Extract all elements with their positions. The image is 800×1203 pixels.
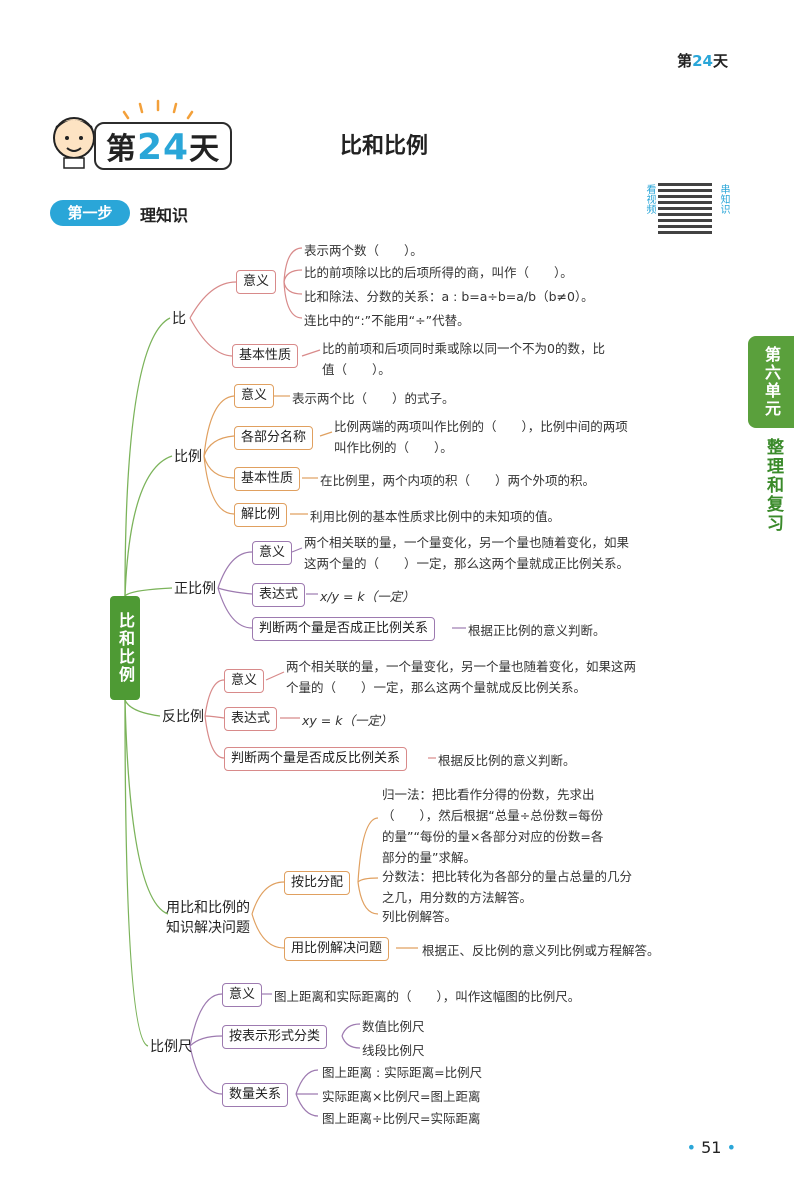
yingyong-jiejue-text: 根据正、反比例的意义列比例或方程解答。 <box>422 943 660 958</box>
day-banner <box>94 122 232 170</box>
qr-code-icon[interactable] <box>658 180 712 234</box>
fan-yiyi-line: 个量的（ ）一定，那么这两个量就成反比例关系。 <box>286 680 587 695</box>
bili-jie-node[interactable]: 解比例 <box>234 503 288 527</box>
bili-jie-text: 利用比例的基本性质求比例中的未知项的值。 <box>310 509 561 524</box>
bi-xingzhi-node[interactable]: 基本性质 <box>232 344 299 368</box>
chi-guanxi-node[interactable]: 数量关系 <box>222 1083 289 1107</box>
fan-biaodashi-node[interactable]: 表达式 <box>224 707 278 731</box>
bi-yiyi-node[interactable]: 意义 <box>236 270 277 294</box>
mindmap-root[interactable]: 比和比例 <box>110 596 140 700</box>
branch-bilichi[interactable]: 比例尺 <box>150 1039 192 1055</box>
zheng-panduan-text: 根据正比例的意义判断。 <box>468 623 606 638</box>
chi-guanxi-item: 图上距离 : 实际距离=比例尺 <box>322 1065 483 1080</box>
yingyong-jiejue-node[interactable]: 用比例解决问题 <box>284 937 390 961</box>
zheng-biaodashi-node[interactable]: 表达式 <box>252 583 306 607</box>
bi-xingzhi-line: 比的前项和后项同时乘或除以同一个不为0的数，比 <box>322 341 605 356</box>
bi-yiyi-item: 比和除法、分数的关系：a : b=a÷b=a/b（b≠0）。 <box>304 289 594 304</box>
yingyong-guiyi-line: （ ），然后根据“总量÷总份数=每份 <box>382 808 604 823</box>
fan-biaodashi-formula: xy = k（一定） <box>302 713 393 728</box>
chi-guanxi-item: 实际距离×比例尺=图上距离 <box>322 1089 481 1104</box>
yingyong-guiyi-text: 归一法：把比看作分得的份数，先求出 （ ），然后根据“总量÷总份数=每份 的量”… <box>382 784 603 868</box>
fan-yiyi-node[interactable]: 意义 <box>224 669 265 693</box>
yingyong-anbi-node[interactable]: 按比分配 <box>284 871 351 895</box>
yingyong-fenshu-line: 分数法：把比转化为各部分的量占总量的几分 <box>382 869 633 884</box>
yingyong-guiyi-line: 部分的量”求解。 <box>382 850 476 865</box>
fan-panduan-node[interactable]: 判断两个量是否成反比例关系 <box>224 747 408 771</box>
bili-yiyi-text: 表示两个比（ ）的式子。 <box>292 391 455 406</box>
unit-tab[interactable]: 第六单元 <box>748 336 794 428</box>
branch-fanbili[interactable]: 反比例 <box>162 709 204 725</box>
bili-mingcheng-line: 叫作比例的（ ）。 <box>334 440 453 455</box>
branch-bili[interactable]: 比例 <box>174 449 202 465</box>
unit-subtitle: 整理和复习 <box>763 438 783 533</box>
branch-yingyong[interactable]: 用比和比例的 知识解决问题 <box>166 898 250 938</box>
bili-mingcheng-line: 比例两端的两项叫作比例的（ ），比例中间的两项 <box>334 419 628 434</box>
branch-zhengbili[interactable]: 正比例 <box>174 581 216 597</box>
day-banner-text: 第24天 <box>106 127 221 168</box>
step-title: 理知识 <box>140 206 189 225</box>
chi-guanxi-item: 图上距离÷比例尺=实际距离 <box>322 1111 481 1126</box>
bi-yiyi-item: 比的前项除以比的后项所得的商，叫作（ ）。 <box>304 265 573 280</box>
zheng-yiyi-line: 这两个量的（ ）一定，那么这两个量就成正比例关系。 <box>304 556 630 571</box>
yingyong-guiyi-line: 归一法：把比看作分得的份数，先求出 <box>382 787 595 802</box>
yingyong-fenshu-text: 分数法：把比转化为各部分的量占总量的几分 之几，用分数的方法解答。 <box>382 866 632 908</box>
page-number: • 51 • <box>686 1138 736 1157</box>
branch-yingyong-line2: 知识解决问题 <box>166 920 250 936</box>
bili-mingcheng-node[interactable]: 各部分名称 <box>234 426 314 450</box>
zheng-panduan-node[interactable]: 判断两个量是否成正比例关系 <box>252 617 436 641</box>
bili-yiyi-node[interactable]: 意义 <box>234 384 275 408</box>
yingyong-fenshu-line: 之几，用分数的方法解答。 <box>382 890 533 905</box>
qr-label-right: 串知识 <box>718 184 729 214</box>
yingyong-guiyi-line: 的量”“每份的量×各部分对应的份数=各 <box>382 829 604 844</box>
chi-fenlei-item: 线段比例尺 <box>362 1043 425 1058</box>
bi-yiyi-item: 连比中的“:”不能用“÷”代替。 <box>304 313 470 328</box>
chi-yiyi-node[interactable]: 意义 <box>222 983 263 1007</box>
bili-xingzhi-text: 在比例里，两个内项的积（ ）两个外项的积。 <box>320 473 596 488</box>
fan-yiyi-line: 两个相关联的量，一个量变化，另一个量也随着变化，如果这两 <box>286 659 637 674</box>
bi-yiyi-item: 表示两个数（ ）。 <box>304 243 423 258</box>
branch-yingyong-line1: 用比和比例的 <box>166 900 250 916</box>
bili-xingzhi-node[interactable]: 基本性质 <box>234 467 301 491</box>
zheng-biaodashi-formula: x/y = k（一定） <box>320 589 415 604</box>
zheng-yiyi-node[interactable]: 意义 <box>252 541 293 565</box>
fan-panduan-text: 根据反比例的意义判断。 <box>438 753 576 768</box>
sun-rays-decoration <box>122 99 194 120</box>
zheng-yiyi-line: 两个相关联的量，一个量变化，另一个量也随着变化，如果 <box>304 535 630 550</box>
day-indicator: 第24天 <box>677 52 728 70</box>
zheng-yiyi-text: 两个相关联的量，一个量变化，另一个量也随着变化，如果 这两个量的（ ）一定，那么… <box>304 532 629 574</box>
chi-fenlei-item: 数值比例尺 <box>362 1019 425 1034</box>
step-badge: 第一步 <box>50 200 130 226</box>
yingyong-liebili-text: 列比例解答。 <box>382 909 458 924</box>
qr-label-left: 看视频 <box>644 184 655 214</box>
mascot-illustration <box>53 117 95 169</box>
bi-xingzhi-text: 比的前项和后项同时乘或除以同一个不为0的数，比 值（ ）。 <box>322 338 605 380</box>
branch-bi[interactable]: 比 <box>172 311 186 327</box>
bi-xingzhi-line: 值（ ）。 <box>322 362 391 377</box>
chi-yiyi-text: 图上距离和实际距离的（ ），叫作这幅图的比例尺。 <box>274 989 581 1004</box>
fan-yiyi-text: 两个相关联的量，一个量变化，另一个量也随着变化，如果这两 个量的（ ）一定，那么… <box>286 656 636 698</box>
chi-fenlei-node[interactable]: 按表示形式分类 <box>222 1025 328 1049</box>
page-title: 比和比例 <box>340 134 429 159</box>
bili-mingcheng-text: 比例两端的两项叫作比例的（ ），比例中间的两项 叫作比例的（ ）。 <box>334 416 628 458</box>
